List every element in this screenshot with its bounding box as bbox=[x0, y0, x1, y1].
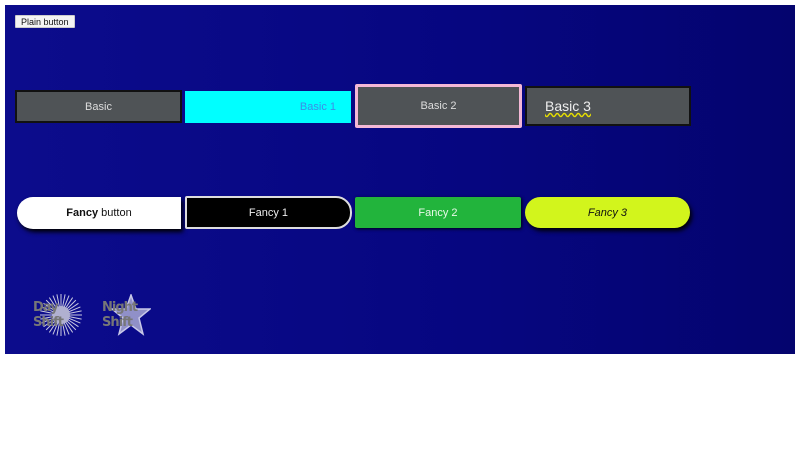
basic-3-button[interactable]: Basic 3 bbox=[525, 86, 691, 126]
fancy-1-button[interactable]: Fancy 1 bbox=[185, 196, 352, 229]
fancy-label: button bbox=[98, 207, 132, 219]
star-icon bbox=[111, 294, 151, 336]
basic-2-button[interactable]: Basic 2 bbox=[355, 84, 522, 128]
sun-icon: /*rays*/ bbox=[39, 294, 82, 336]
fancy-button[interactable]: Fancy button bbox=[17, 197, 181, 229]
basic-button[interactable]: Basic bbox=[15, 90, 182, 123]
content-panel bbox=[5, 5, 795, 354]
basic-1-button[interactable]: Basic 1 bbox=[185, 91, 351, 123]
plain-button[interactable]: Plain button bbox=[15, 15, 75, 28]
day-shift-label: Day Shift bbox=[33, 300, 64, 330]
day-shift-button[interactable]: /*rays*/ Day Shift bbox=[33, 290, 88, 340]
night-shift-label: Night Shift bbox=[102, 300, 138, 330]
night-shift-button[interactable]: Night Shift bbox=[102, 290, 160, 340]
fancy-3-button[interactable]: Fancy 3 bbox=[525, 197, 690, 228]
fancy-2-button[interactable]: Fancy 2 bbox=[355, 197, 521, 228]
fancy-bold-label: Fancy bbox=[66, 207, 99, 219]
